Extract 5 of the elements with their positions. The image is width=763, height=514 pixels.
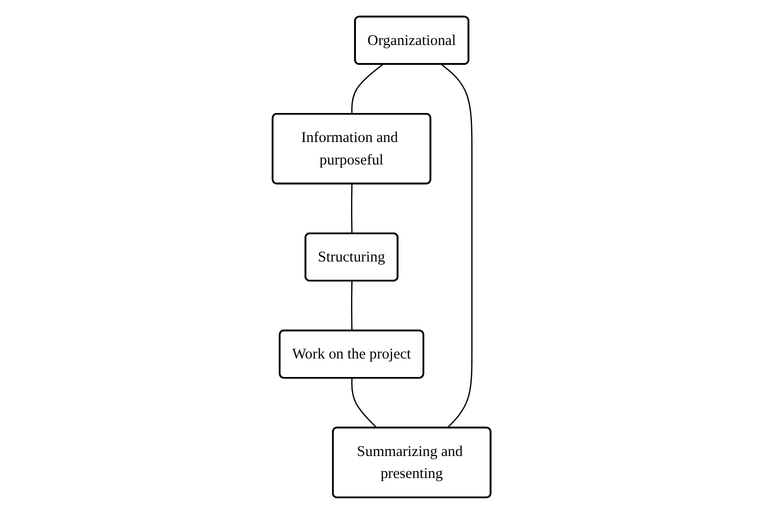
connector — [350, 184, 352, 234]
connector — [351, 378, 378, 428]
connector — [440, 64, 472, 428]
connector — [351, 64, 384, 114]
connector — [350, 281, 352, 331]
